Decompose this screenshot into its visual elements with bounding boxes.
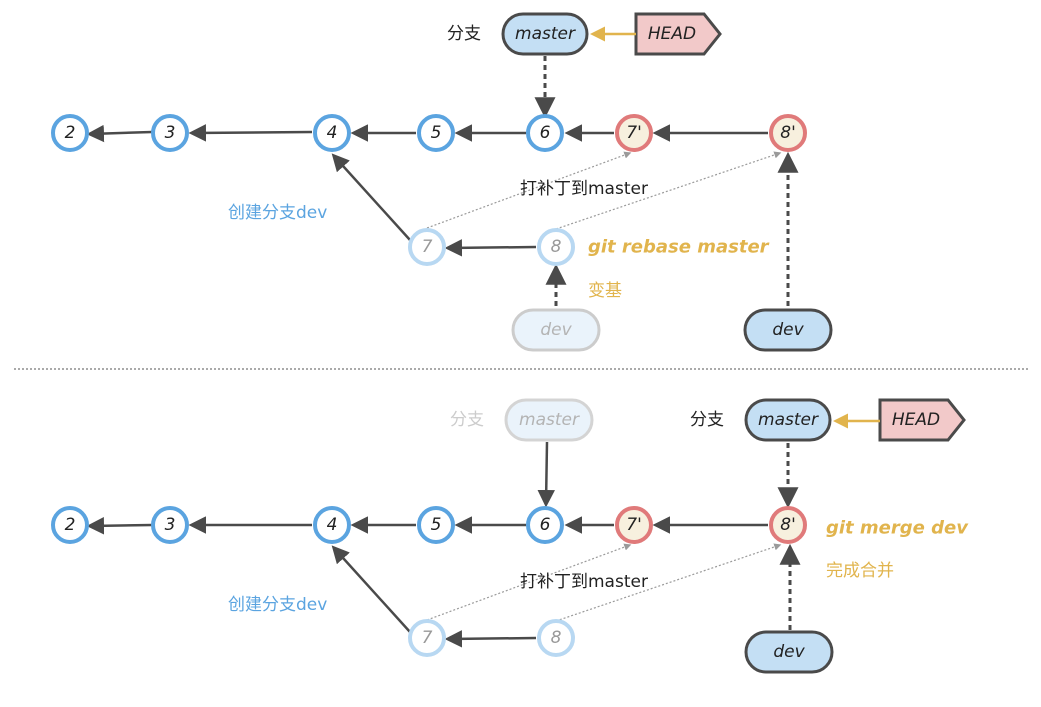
old-dev-branch-box[interactable] xyxy=(511,308,601,352)
commit-5-label: 5 xyxy=(431,123,442,143)
patch-note: 打补丁到master xyxy=(520,179,648,199)
master-branch-label: master xyxy=(758,410,819,430)
arrow-8-to-7 xyxy=(444,239,537,257)
arrow-3-to-2 xyxy=(86,124,153,143)
commit-8-old-label: 8 xyxy=(551,628,562,648)
commit-7-old[interactable] xyxy=(408,228,446,266)
patch-line-8 xyxy=(555,151,782,230)
commit-2-label: 2 xyxy=(65,123,76,143)
commit-6-label: 6 xyxy=(540,123,551,143)
commit-7-old[interactable] xyxy=(408,619,446,657)
commit-4-label: 4 xyxy=(327,123,338,143)
commit-8-prime-label: 8' xyxy=(780,123,796,143)
commit-5[interactable] xyxy=(417,506,455,544)
head-label: HEAD xyxy=(648,24,696,44)
patch-line-8 xyxy=(555,543,782,622)
commit-8-prime[interactable] xyxy=(769,506,807,544)
commit-7-prime-label: 7' xyxy=(626,515,642,535)
commit-6[interactable] xyxy=(526,506,564,544)
old-master-branch-label: master xyxy=(519,410,580,430)
old-master-branch-box[interactable] xyxy=(504,398,594,442)
patch-note: 打补丁到master xyxy=(520,572,648,592)
head-pointer[interactable] xyxy=(878,398,966,442)
commit-8-prime[interactable] xyxy=(769,114,807,152)
commit-4-label: 4 xyxy=(327,515,338,535)
patch-line-7 xyxy=(426,543,632,621)
commit-8-prime-label: 8' xyxy=(780,515,796,535)
commit-6-label: 6 xyxy=(540,515,551,535)
rebase-note: 变基 xyxy=(588,281,622,301)
commit-8-old[interactable] xyxy=(537,619,575,657)
master-branch-box[interactable] xyxy=(744,398,832,442)
arrow-7-to-4 xyxy=(331,545,411,633)
commit-5[interactable] xyxy=(417,114,455,152)
patch-line-7 xyxy=(426,151,632,229)
arrow-4-to-3 xyxy=(188,124,313,142)
commit-8-old[interactable] xyxy=(537,228,575,266)
commit-2-label: 2 xyxy=(65,515,76,535)
rebase-command: git rebase master xyxy=(588,237,770,258)
commit-5-label: 5 xyxy=(431,515,442,535)
branch-prefix-label: 分支 xyxy=(690,410,724,430)
commit-7-old-label: 7 xyxy=(422,237,433,257)
commit-7-prime[interactable] xyxy=(615,114,653,152)
create-branch-note: 创建分支dev xyxy=(228,595,327,615)
commit-3-label: 3 xyxy=(165,515,176,535)
arrow-3-to-2 xyxy=(86,517,153,535)
commit-8-old-label: 8 xyxy=(551,237,562,257)
master-branch-label: master xyxy=(515,24,576,44)
commit-6[interactable] xyxy=(526,114,564,152)
merge-command: git merge dev xyxy=(826,518,969,539)
commit-3-label: 3 xyxy=(165,123,176,143)
top-section: 分支 master HEAD 2 3 4 5 6 xyxy=(51,12,833,352)
commit-3[interactable] xyxy=(151,114,189,152)
commit-7-prime[interactable] xyxy=(615,506,653,544)
commit-7-prime-label: 7' xyxy=(626,123,642,143)
arrow-8-to-7 xyxy=(444,630,537,648)
old-dev-branch-label: dev xyxy=(540,320,572,340)
branch-prefix-label: 分支 xyxy=(447,24,481,44)
merge-note: 完成合并 xyxy=(826,561,894,581)
commit-2[interactable] xyxy=(51,506,89,544)
head-pointer[interactable] xyxy=(634,12,722,56)
master-branch-box[interactable] xyxy=(501,12,589,56)
commit-4[interactable] xyxy=(313,114,351,152)
old-master-to-commit6-arrow xyxy=(537,441,555,508)
dev-branch-label: dev xyxy=(772,320,804,340)
dev-branch-box[interactable] xyxy=(744,630,834,674)
commit-4[interactable] xyxy=(313,506,351,544)
create-branch-note: 创建分支dev xyxy=(228,203,327,223)
old-branch-prefix-label: 分支 xyxy=(450,410,484,430)
commit-2[interactable] xyxy=(51,114,89,152)
head-label: HEAD xyxy=(892,410,940,430)
arrow-7-to-4 xyxy=(331,153,411,241)
commit-7-old-label: 7 xyxy=(422,628,433,648)
dev-branch-box[interactable] xyxy=(743,308,833,352)
dev-branch-label: dev xyxy=(773,642,805,662)
bottom-section: 分支 master 分支 master HEAD 2 3 4 5 6 xyxy=(51,398,969,674)
commit-3[interactable] xyxy=(151,506,189,544)
